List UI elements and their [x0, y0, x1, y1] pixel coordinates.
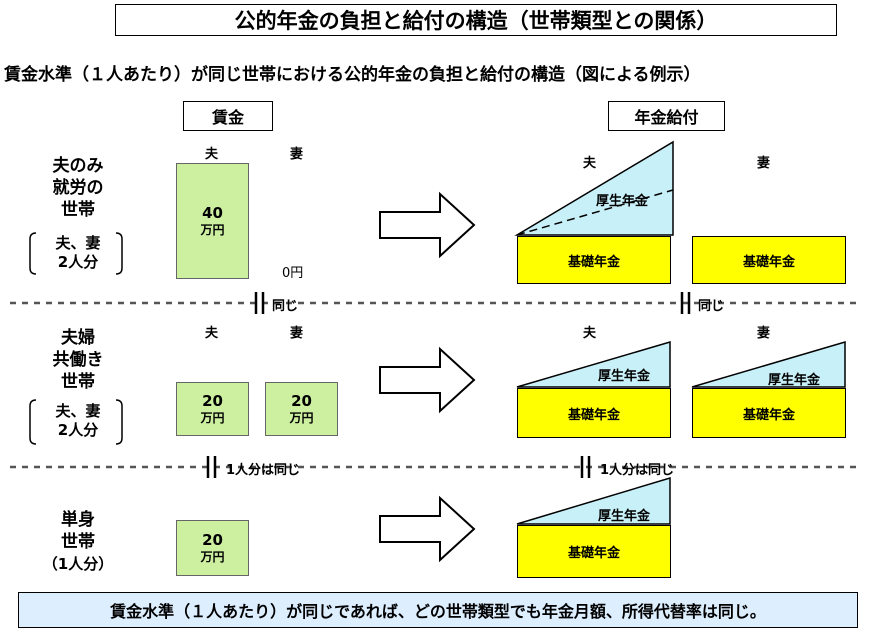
wage-bar: 20 万円 [176, 520, 249, 576]
split-dashed-line [516, 189, 674, 236]
page-title: 公的年金の負担と給付の構造（世帯類型との関係） [115, 4, 837, 36]
kiso-bar: 基礎年金 [517, 525, 671, 578]
zero-wage-label: 0円 [282, 266, 304, 281]
kousei-label: 厚生年金 [598, 369, 651, 384]
equals-icon [206, 292, 691, 478]
row-paren-single-earner: 夫、妻 2人分 [55, 234, 101, 271]
row-paren-single: （1人分） [42, 555, 114, 573]
kiso-bar: 基礎年金 [692, 236, 846, 284]
wage-bar: 20 万円 [265, 382, 338, 436]
wife-label: 妻 [290, 326, 304, 341]
benefit-header: 年金給付 [608, 101, 725, 131]
row-label-single: 単身 世帯 [61, 510, 95, 552]
wife-label: 妻 [290, 147, 304, 162]
conclusion-note: 賃金水準（１人あたり）が同じであれば、どの世帯類型でも年金月額、所得代替率は同じ… [18, 592, 858, 628]
husband-label: 夫 [583, 156, 597, 171]
equal-label: 1人分は同じ [226, 463, 301, 478]
arrow-icon [379, 191, 476, 563]
kiso-bar: 基礎年金 [517, 236, 671, 284]
equal-label: 1人分は同じ [600, 463, 675, 478]
wage-bar: 40 万円 [176, 163, 249, 279]
kiso-bar: 基礎年金 [517, 388, 671, 438]
wife-label: 妻 [757, 156, 771, 171]
kiso-bar: 基礎年金 [692, 388, 846, 438]
husband-label: 夫 [205, 326, 219, 341]
row-label-dual-earner: 夫婦 共働き 世帯 [52, 328, 104, 392]
row-paren-dual-earner: 夫、妻 2人分 [55, 402, 101, 439]
subtitle: 賃金水準（１人あたり）が同じ世帯における公的年金の負担と給付の構造（図による例示… [4, 65, 701, 85]
equal-label: 同じ [272, 299, 299, 314]
kousei-label: 厚生年金 [596, 194, 649, 209]
husband-label: 夫 [205, 147, 219, 162]
bracket [29, 232, 123, 445]
kousei-triangle [514, 140, 846, 525]
wage-header: 賃金 [183, 101, 273, 131]
wife-label: 妻 [757, 326, 771, 341]
row-label-single-earner: 夫のみ 就労の 世帯 [52, 156, 104, 220]
husband-label: 夫 [583, 326, 597, 341]
equal-label: 同じ [698, 299, 725, 314]
kousei-label: 厚生年金 [768, 373, 821, 388]
kousei-label: 厚生年金 [598, 509, 651, 524]
wage-bar: 20 万円 [176, 382, 249, 436]
